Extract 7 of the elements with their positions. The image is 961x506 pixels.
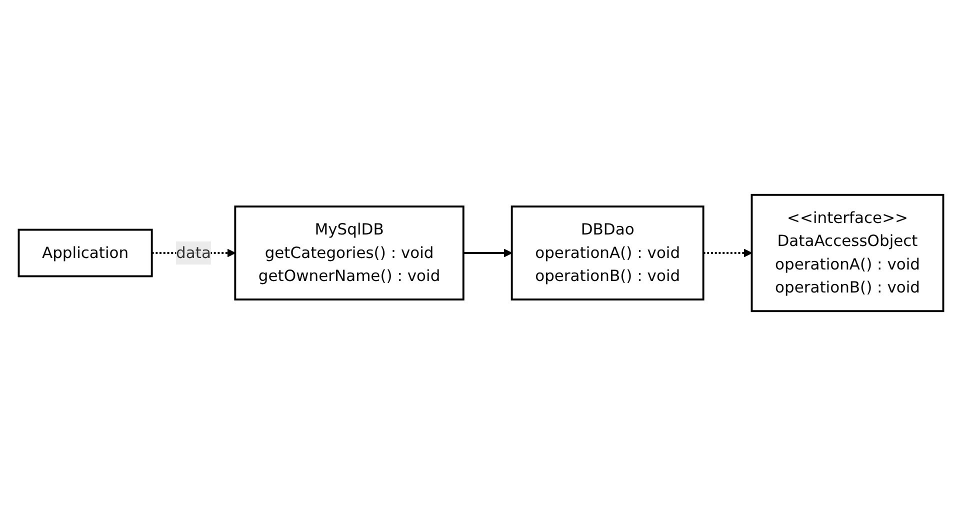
arrow — [702, 248, 752, 258]
node-box: DBDao operationA() : void operationB() : void — [510, 206, 704, 300]
node-box: MySqlDB getCategories() : void getOwnerName() : void — [234, 206, 464, 300]
edge-label: data — [176, 243, 210, 262]
node-box: Application — [17, 228, 152, 278]
node-box: <<interface>> DataAccessObject operationA() : void operationB() : void — [750, 194, 944, 312]
arrow — [462, 248, 512, 258]
